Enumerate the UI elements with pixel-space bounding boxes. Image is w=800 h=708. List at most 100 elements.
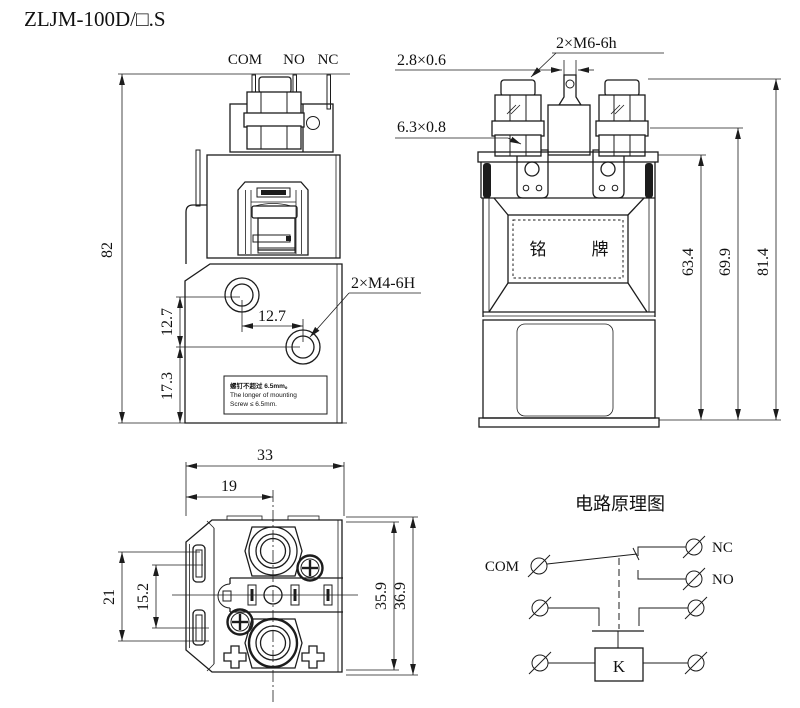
row2-right-lead: [638, 607, 688, 626]
bottom-center-band: [172, 577, 358, 613]
front-label-no: NO: [283, 52, 305, 68]
moving-contact-bar: [251, 205, 298, 219]
front-dim-hole-upper-text: 12.7: [159, 308, 176, 336]
schematic-wiring: K: [546, 546, 688, 682]
page-title: ZLJM-100D/□.S: [24, 7, 166, 31]
front-body: [206, 154, 341, 259]
front-thread-label-text: 2×M4-6H: [351, 275, 416, 292]
nameplate-char-right: 牌: [592, 240, 609, 259]
side-edge-bar-right: [645, 163, 653, 198]
bottom-view: 33 19 21 15.2 35.9 36.9: [101, 447, 418, 703]
front-base-outline: [184, 263, 343, 424]
side-dim-terminal: 6.3×0.8: [395, 119, 522, 145]
row2-left-lead: [548, 607, 600, 626]
note-line-2: The longer of mounting: [230, 392, 297, 399]
side-dim-tab-text: 2.8×0.6: [397, 52, 446, 69]
bottom-dim-left: 21 15.2: [101, 551, 209, 642]
switch-blade: [546, 553, 638, 565]
front-base: [184, 263, 343, 424]
schematic-label-nc: NC: [712, 540, 733, 556]
front-dim-vertical: 12.7 17.3: [159, 296, 300, 423]
bottom-outline: [185, 515, 343, 673]
front-left-flange: [185, 149, 207, 264]
moving-contact-top: [256, 187, 291, 198]
bottom-dim-width-partial-text: 19: [221, 478, 237, 495]
bottom-dim-width: 33: [185, 447, 345, 516]
bottom-dim-left-inner-text: 15.2: [135, 583, 152, 611]
side-dim-terminal-text: 6.3×0.8: [397, 119, 446, 136]
terminal-row2-left-symbol: [528, 596, 552, 620]
bottom-dim-width-partial: 19: [186, 478, 273, 500]
front-note-box: 螺钉不超过 6.5mm。 The longer of mounting Scre…: [223, 375, 328, 415]
bottom-dim-right-outer-text: 36.9: [392, 582, 409, 610]
side-dim-tab: 2.8×0.6: [395, 52, 594, 78]
bottom-dim-width-text: 33: [257, 447, 273, 464]
washer-front: [243, 112, 305, 128]
side-dim-inner-text: 63.4: [680, 248, 697, 276]
side-bolt-right: [595, 79, 649, 157]
terminal-row2-right-symbol: [684, 596, 708, 620]
side-dim-mid-text: 69.9: [717, 248, 734, 276]
bottom-dim-right: 35.9 36.9: [346, 516, 418, 676]
bottom-screw-2: [226, 608, 254, 636]
terminal-coil-right-symbol: [684, 651, 708, 675]
front-view: COM NO NC 82: [99, 52, 421, 424]
bottom-terminal-boss-bottom: [244, 617, 303, 669]
schematic-terminals: [527, 535, 708, 675]
schematic-label-no: NO: [712, 572, 734, 588]
coil-box: [594, 647, 644, 682]
contact-bracket-detail: [306, 116, 320, 130]
bottom-cross-left: [223, 645, 247, 669]
nc-lead: [637, 546, 686, 556]
schematic-label-com: COM: [485, 559, 519, 575]
front-terminal-stack: [229, 74, 334, 153]
side-thread-label-text: 2×M6-6h: [556, 35, 617, 52]
side-dim-outer-text: 81.4: [755, 248, 772, 276]
terminal-nc-symbol: [682, 535, 706, 559]
front-dim-hole-spacing: 12.7: [241, 300, 304, 342]
side-housing: 铭 牌: [477, 151, 660, 428]
plunger-block: [257, 217, 296, 251]
front-body-outline: [206, 154, 341, 259]
side-dim-heights: 63.4 69.9 81.4: [648, 78, 781, 421]
bolt-head-front: [258, 76, 292, 94]
terminal-com-symbol: [527, 554, 551, 578]
front-dim-height: 82: [99, 73, 350, 424]
side-center-block: [547, 104, 591, 156]
front-thread-label: 2×M4-6H: [309, 275, 421, 338]
front-dim-height-text: 82: [99, 242, 116, 258]
side-view: 铭 牌 2.8×0.6 2×M6-6h 6.3×0.8: [395, 35, 781, 428]
no-lead: [637, 570, 686, 580]
side-terminal-straps: [516, 149, 625, 199]
side-bottom-block: [482, 319, 656, 419]
front-label-nc: NC: [318, 52, 339, 68]
bottom-dim-right-inner-text: 35.9: [373, 582, 390, 610]
schematic-title: 电路原理图: [575, 494, 665, 514]
note-box-border: [223, 375, 328, 415]
note-line-1: 螺钉不超过 6.5mm。: [230, 381, 291, 390]
bottom-blade-slot-2: [290, 584, 300, 606]
side-bottom-panel: [516, 323, 614, 417]
side-blade-terminal: [547, 74, 591, 156]
bottom-body-outline: [185, 519, 343, 673]
terminal-no-symbol: [682, 567, 706, 591]
bottom-key-tab: [222, 590, 232, 602]
front-dim-hole-spacing-text: 12.7: [258, 308, 286, 325]
bottom-dim-left-outer-text: 21: [101, 589, 118, 605]
front-label-com: COM: [228, 52, 262, 68]
side-edge-bar-left: [483, 163, 491, 198]
terminal-coil-left-symbol: [528, 651, 552, 675]
side-thread-label: 2×M6-6h: [530, 35, 664, 78]
bottom-blade-slot-1: [247, 584, 257, 606]
nameplate-char-left: 铭: [530, 240, 547, 259]
bottom-blade-slot-3: [323, 584, 333, 606]
circuit-schematic: 电路原理图 COM NC: [485, 494, 734, 682]
terminal-pin-nc: [326, 74, 331, 110]
hex-nut-lower-front: [246, 125, 302, 150]
note-line-3: Screw ≤ 6.5mm.: [230, 401, 277, 408]
nameplate-panel: [507, 214, 629, 284]
side-top-plate: [477, 151, 659, 163]
nameplate-dashed-border: [512, 219, 624, 279]
